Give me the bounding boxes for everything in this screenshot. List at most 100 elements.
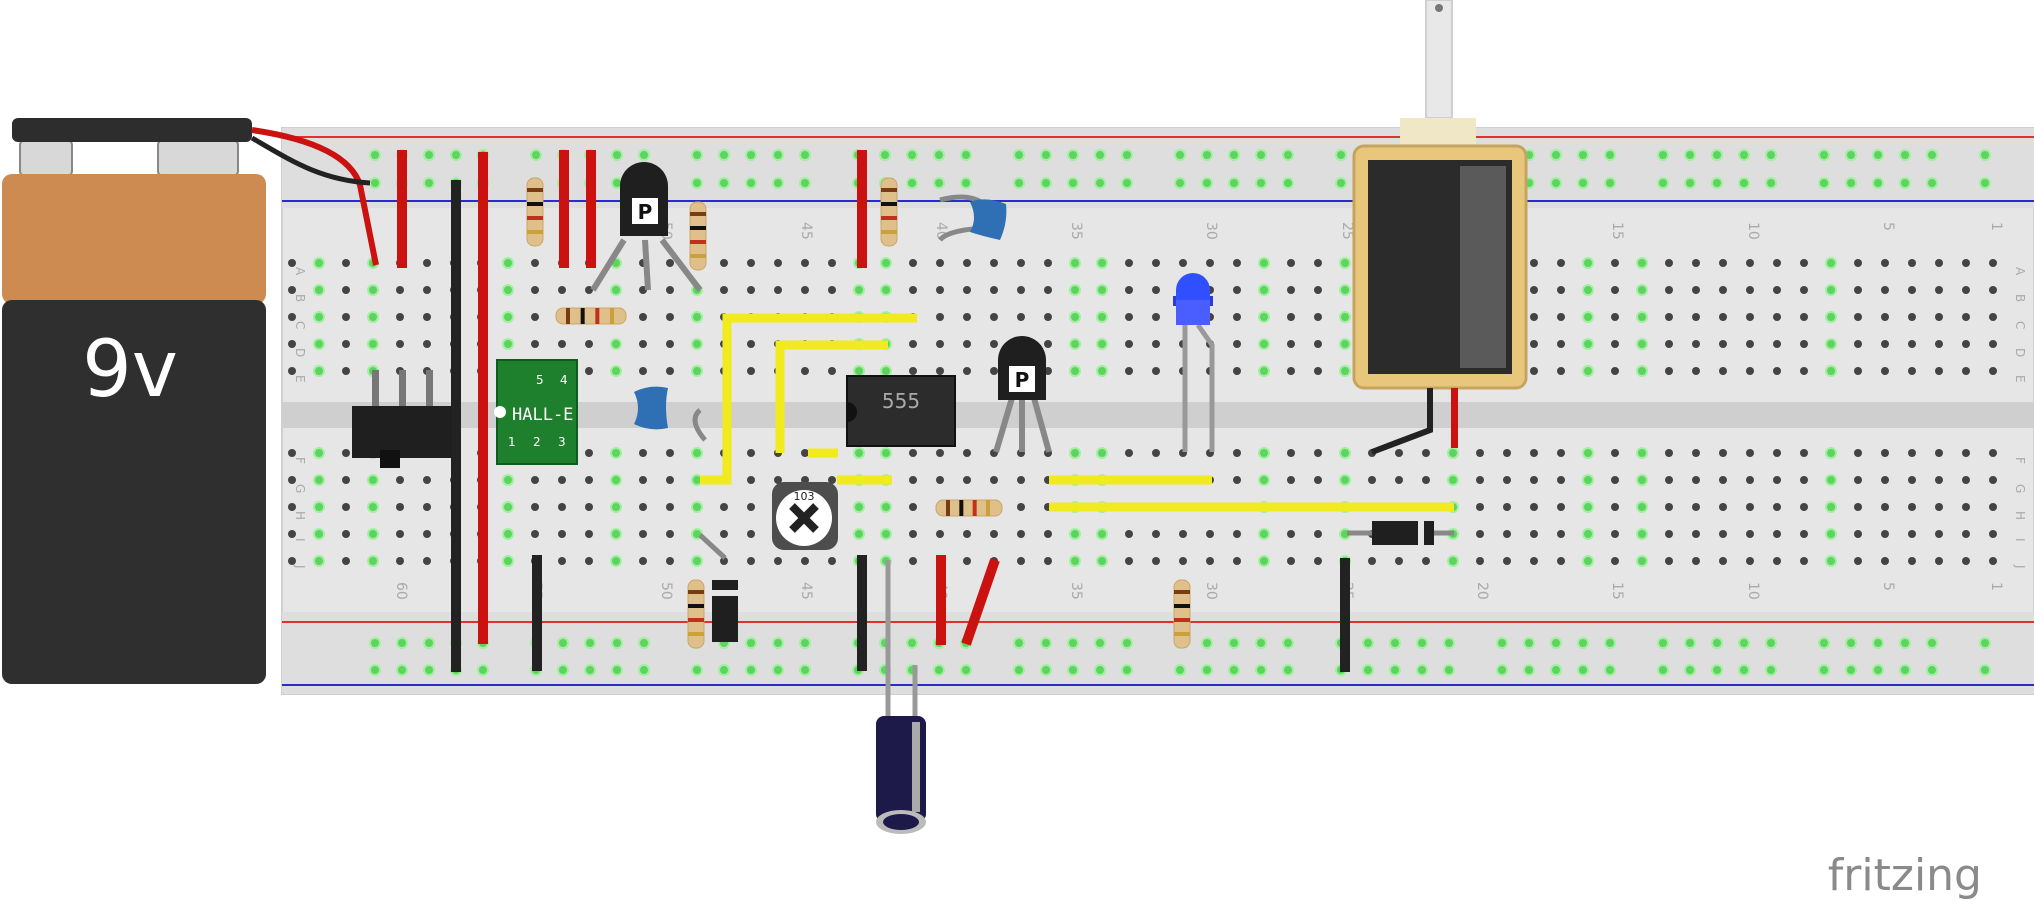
breadboard-hole [1040,664,1052,676]
row-letter: G [293,484,307,493]
breadboard-hole [1825,474,1837,486]
breadboard-hole [880,284,892,296]
breadboard-hole [1287,286,1295,294]
hall-sensor: HALL-E 5 4 1 2 3 [494,359,578,465]
breadboard-hole [288,367,296,375]
breadboard-hole [423,340,431,348]
resistor [880,177,898,247]
breadboard-hole [1503,503,1511,511]
breadboard-hole [1765,664,1777,676]
column-number: 35 [1068,582,1084,600]
breadboard-hole [1582,474,1594,486]
breadboard-hole [990,530,998,538]
breadboard-hole [1881,449,1889,457]
ceramic-capacitor [938,194,1007,242]
row-letter: D [2013,348,2027,357]
breadboard-hole [1069,447,1081,459]
resistor [555,307,627,325]
breadboard-hole [1962,503,1970,511]
breadboard-hole [610,474,622,486]
breadboard-hole [828,367,836,375]
breadboard-hole [1255,664,1267,676]
breadboard-hole [639,476,647,484]
breadboard-hole [1503,557,1511,565]
battery-label: 9v [82,325,178,415]
breadboard-hole [1582,447,1594,459]
breadboard-hole [691,311,703,323]
breadboard-hole [1899,664,1911,676]
breadboard-hole [423,313,431,321]
breadboard-hole [610,501,622,513]
led-blue [1173,273,1215,452]
breadboard-hole [1881,476,1889,484]
breadboard-hole [1684,664,1696,676]
svg-text:2: 2 [533,435,541,449]
row-letter: G [2013,484,2027,493]
breadboard-hole [1773,259,1781,267]
breadboard-hole [1800,530,1808,538]
breadboard-hole [1908,503,1916,511]
column-number: 25 [1339,222,1355,240]
breadboard-hole [666,503,674,511]
breadboard-hole [1201,664,1213,676]
breadboard-hole [1692,259,1700,267]
breadboard-hole [1255,637,1267,649]
breadboard-hole [1174,149,1186,161]
battery-terminal-left [19,139,73,177]
breadboard-hole [909,476,917,484]
battery-terminal-right [157,139,239,177]
breadboard-hole [1711,637,1723,649]
breadboard-hole [1152,449,1160,457]
breadboard-hole [1582,501,1594,513]
breadboard-hole [1979,177,1991,189]
breadboard-hole [639,503,647,511]
breadboard-hole [1800,557,1808,565]
row-letter: E [2013,375,2027,383]
breadboard-hole [1845,149,1857,161]
breadboard-hole [1825,447,1837,459]
breadboard-hole [1530,476,1538,484]
breadboard-hole [745,664,757,676]
breadboard-hole [1362,664,1374,676]
breadboard-hole [1719,313,1727,321]
row-letter: I [293,538,307,542]
breadboard-hole [1604,149,1616,161]
breadboard-hole [423,476,431,484]
breadboard-hole [1881,259,1889,267]
breadboard-hole [502,528,514,540]
breadboard-hole [1530,340,1538,348]
breadboard-hole [1825,338,1837,350]
breadboard-hole [853,284,865,296]
breadboard-hole [1094,664,1106,676]
breadboard-hole [610,284,622,296]
breadboard-hole [799,637,811,649]
column-number: 10 [1745,582,1761,600]
breadboard-hole [718,664,730,676]
breadboard-hole [288,259,296,267]
breadboard-hole [585,340,593,348]
breadboard-hole [1935,367,1943,375]
breadboard-hole [367,284,379,296]
breadboard-hole [1044,557,1052,565]
breadboard-hole [1854,449,1862,457]
breadboard-hole [963,340,971,348]
breadboard-hole [1282,664,1294,676]
breadboard-hole [1179,530,1187,538]
breadboard-hole [963,476,971,484]
row-letter: A [2013,267,2027,276]
breadboard-hole [1447,474,1459,486]
breadboard-hole [1989,476,1997,484]
breadboard-hole [1989,340,1997,348]
breadboard-hole [611,149,623,161]
breadboard-hole [691,555,703,567]
breadboard-hole [1935,557,1943,565]
breadboard-hole [1496,637,1508,649]
breadboard-hole [963,286,971,294]
breadboard-hole [909,530,917,538]
breadboard-hole [1872,637,1884,649]
breadboard-hole [666,449,674,457]
breadboard-hole [774,259,782,267]
breadboard-hole [1121,177,1133,189]
breadboard-hole [880,447,892,459]
breadboard-hole [1314,286,1322,294]
